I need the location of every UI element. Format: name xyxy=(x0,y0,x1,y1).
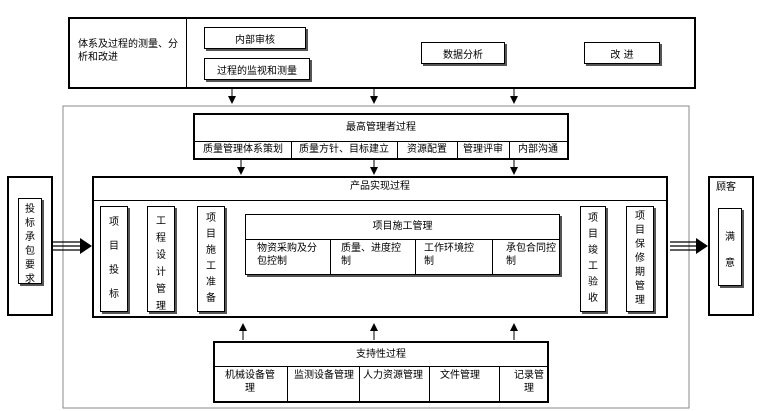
satisfaction-label: 满意 xyxy=(725,232,735,269)
step-preparation: 项目施工准备 xyxy=(197,206,225,312)
improvement-label: 改 进 xyxy=(610,49,634,61)
support-title: 支持性过程 xyxy=(356,349,406,360)
customer-title: 顾客 xyxy=(716,182,736,193)
process-monitoring-label: 过程的监视和测量 xyxy=(217,65,297,77)
construction-item-quality: 质量、进度控制 xyxy=(341,243,401,267)
top-item-policy: 质量方针、目标建立 xyxy=(299,144,389,155)
top-management-panel xyxy=(193,113,569,160)
step-design-label: 工程设计管理 xyxy=(156,216,166,312)
support-item-records: 记录管理 xyxy=(514,370,544,394)
construction-item-environment: 工作环境控制 xyxy=(424,243,474,267)
internal-audit-box: 内部审核 xyxy=(204,27,306,49)
step-bidding: 项目投标 xyxy=(100,206,128,312)
construction-item-contract: 承包合同控制 xyxy=(506,243,556,267)
bidding-box: 投标承包要求 xyxy=(18,198,42,285)
top-item-review: 管理评审 xyxy=(463,144,503,155)
top-item-communication: 内部沟通 xyxy=(518,144,558,155)
support-item-documents: 文件管理 xyxy=(440,370,480,381)
satisfaction-box: 满意 xyxy=(718,208,742,286)
step-acceptance: 项目竣工验收 xyxy=(580,206,606,312)
support-panel xyxy=(213,341,549,403)
support-item-hr: 人力资源管理 xyxy=(363,370,423,381)
step-preparation-label: 项目施工准备 xyxy=(206,213,216,304)
internal-audit-label: 内部审核 xyxy=(235,34,275,46)
measurement-title: 体系及过程的测量、分析和改进 xyxy=(78,39,178,63)
top-item-planning: 质量管理体系策划 xyxy=(203,144,283,155)
data-analysis-box: 数据分析 xyxy=(421,42,505,64)
top-management-title: 最高管理者过程 xyxy=(346,122,416,133)
support-item-machinery: 机械设备管理 xyxy=(225,370,275,394)
support-item-monitoring: 监测设备管理 xyxy=(294,370,354,381)
bidding-label: 投标承包要求 xyxy=(25,204,35,285)
construction-panel xyxy=(245,214,560,275)
top-item-resources: 资源配置 xyxy=(407,144,447,155)
step-design: 工程设计管理 xyxy=(147,206,175,312)
step-bidding-label: 项目投标 xyxy=(109,217,119,300)
process-monitoring-box: 过程的监视和测量 xyxy=(204,58,310,80)
construction-item-procurement: 物资采购及分包控制 xyxy=(257,243,317,267)
construction-title: 项目施工管理 xyxy=(372,221,433,232)
step-warranty: 项目保修期管理 xyxy=(626,206,654,312)
realization-title: 产品实现过程 xyxy=(350,181,410,192)
improvement-box: 改 进 xyxy=(584,42,660,64)
step-warranty-label: 项目保修期管理 xyxy=(635,211,645,306)
data-analysis-label: 数据分析 xyxy=(443,49,483,61)
step-acceptance-label: 项目竣工验收 xyxy=(588,213,598,304)
